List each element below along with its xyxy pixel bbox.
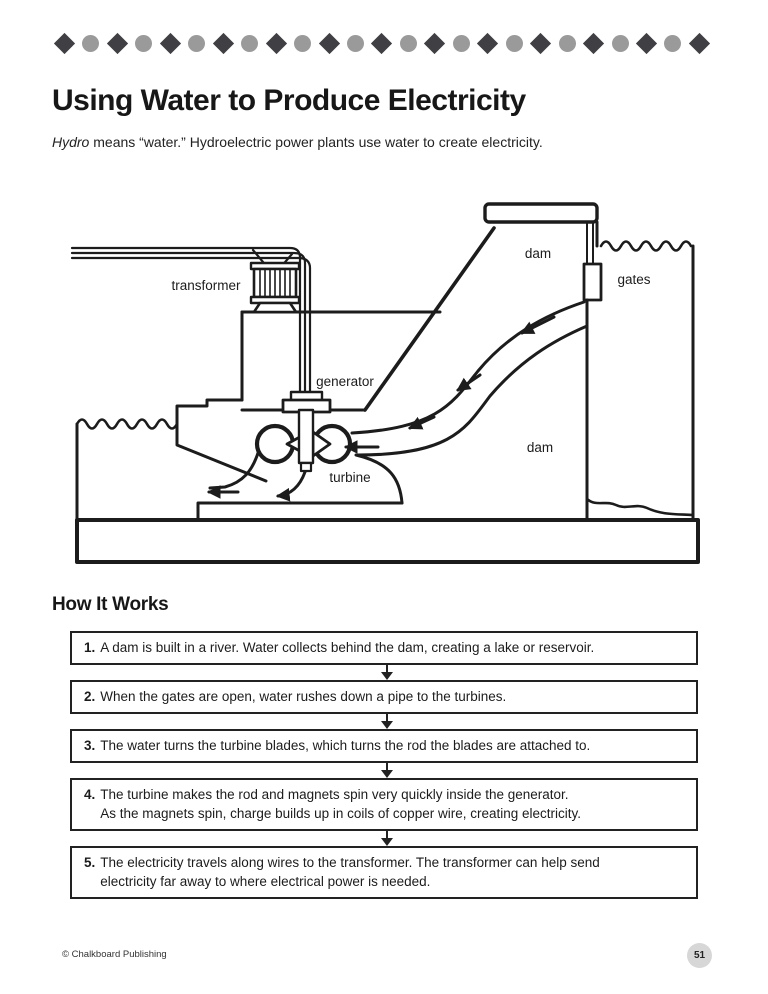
foundation-wall bbox=[175, 422, 268, 483]
diamond-icon bbox=[530, 32, 552, 54]
subtitle-italic-word: Hydro bbox=[52, 134, 90, 150]
label-generator: generator bbox=[316, 374, 374, 389]
diamond-icon bbox=[265, 32, 287, 54]
label-transformer: transformer bbox=[171, 278, 241, 293]
step-number: 2. bbox=[84, 689, 96, 704]
gate-slot-lines bbox=[586, 221, 594, 265]
dam-cap bbox=[483, 202, 599, 224]
subtitle-text: means “water.” Hydroelectric power plant… bbox=[89, 134, 543, 150]
copyright-text: © Chalkboard Publishing bbox=[62, 949, 167, 960]
diamond-icon bbox=[212, 32, 234, 54]
circle-icon bbox=[664, 34, 682, 52]
circle-icon bbox=[294, 34, 312, 52]
drafttube-right-wall bbox=[354, 453, 404, 505]
step-box: 1. A dam is built in a river. Water coll… bbox=[70, 631, 698, 665]
label-dam-top: dam bbox=[525, 246, 551, 261]
circle-icon bbox=[452, 34, 470, 52]
step-number: 1. bbox=[84, 640, 96, 655]
dam-face-slope bbox=[363, 226, 496, 412]
circle-icon bbox=[82, 34, 100, 52]
drafttube-left-wall bbox=[208, 451, 260, 490]
page-title: Using Water to Produce Electricity bbox=[52, 84, 526, 117]
flow-arrow-down-icon bbox=[381, 665, 393, 680]
step-number: 5. bbox=[84, 855, 96, 870]
step-text: A dam is built in a river. Water collect… bbox=[100, 640, 595, 655]
outflow-floor bbox=[196, 501, 404, 522]
diamond-icon bbox=[318, 32, 340, 54]
circle-icon bbox=[188, 34, 206, 52]
diamond-icon bbox=[424, 32, 446, 54]
ground-base bbox=[75, 518, 700, 564]
label-gates: gates bbox=[617, 272, 650, 287]
hydro-dam-diagram: transformer dam gates generator dam turb… bbox=[0, 195, 768, 587]
penstock-lower-line bbox=[356, 324, 589, 457]
step-text: The electricity travels along wires to t… bbox=[100, 855, 600, 889]
circle-icon bbox=[346, 34, 364, 52]
tailwater-wave bbox=[75, 418, 179, 430]
diamond-icon bbox=[635, 32, 658, 54]
diamond-icon bbox=[477, 32, 499, 54]
subtitle: Hydro means “water.” Hydroelectric power… bbox=[52, 134, 543, 150]
flow-arrow-pipe-2 bbox=[456, 373, 482, 392]
gate bbox=[582, 262, 603, 302]
step-box: 5. The electricity travels along wires t… bbox=[70, 846, 698, 899]
flow-arrow-down-icon bbox=[381, 763, 393, 778]
penstock-upper-line bbox=[350, 300, 586, 435]
circle-icon bbox=[505, 34, 523, 52]
reservoir-wave bbox=[599, 240, 693, 252]
circle-icon bbox=[611, 34, 629, 52]
diamond-icon bbox=[371, 32, 393, 54]
step-box: 4. The turbine makes the rod and magnets… bbox=[70, 778, 698, 831]
label-turbine: turbine bbox=[329, 470, 370, 485]
deck-step bbox=[175, 398, 244, 426]
flow-arrow-curved bbox=[275, 470, 307, 502]
page-number-badge: 51 bbox=[687, 943, 712, 968]
diamond-icon bbox=[106, 32, 129, 54]
turbine-rod bbox=[297, 408, 315, 465]
step-number: 4. bbox=[84, 787, 96, 802]
flow-arrow-down-icon bbox=[381, 714, 393, 729]
circle-icon bbox=[241, 34, 259, 52]
circle-icon bbox=[558, 34, 576, 52]
diamond-icon bbox=[582, 32, 605, 54]
diamond-icon bbox=[688, 32, 710, 54]
page-number: 51 bbox=[693, 950, 706, 961]
flow-arrow-pipe-1 bbox=[520, 315, 556, 335]
steps-list: 1. A dam is built in a river. Water coll… bbox=[70, 631, 698, 899]
dam-diagram-svg: transformer dam gates generator dam turb… bbox=[70, 202, 700, 564]
diamond-icon bbox=[159, 32, 181, 54]
label-dam-lower: dam bbox=[527, 440, 553, 455]
step-box: 3. The water turns the turbine blades, w… bbox=[70, 729, 698, 763]
step-text: The water turns the turbine blades, whic… bbox=[100, 738, 591, 753]
transformer-shape bbox=[249, 261, 301, 314]
power-lines bbox=[70, 246, 312, 402]
step-number: 3. bbox=[84, 738, 96, 753]
flow-arrow-down-icon bbox=[381, 831, 393, 846]
step-text: The turbine makes the rod and magnets sp… bbox=[100, 787, 581, 821]
water-flow-arrows bbox=[206, 315, 556, 502]
reservoir-bottom-line bbox=[585, 497, 695, 517]
step-box: 2. When the gates are open, water rushes… bbox=[70, 680, 698, 714]
flow-arrow-pipe-3 bbox=[408, 415, 436, 430]
section-heading: How It Works bbox=[52, 594, 169, 615]
turbine-rod-foot bbox=[299, 461, 313, 473]
circle-icon bbox=[135, 34, 153, 52]
step-text: When the gates are open, water rushes do… bbox=[100, 689, 507, 704]
diamond-icon bbox=[53, 32, 76, 54]
decorative-border bbox=[53, 31, 710, 55]
circle-icon bbox=[399, 34, 417, 52]
